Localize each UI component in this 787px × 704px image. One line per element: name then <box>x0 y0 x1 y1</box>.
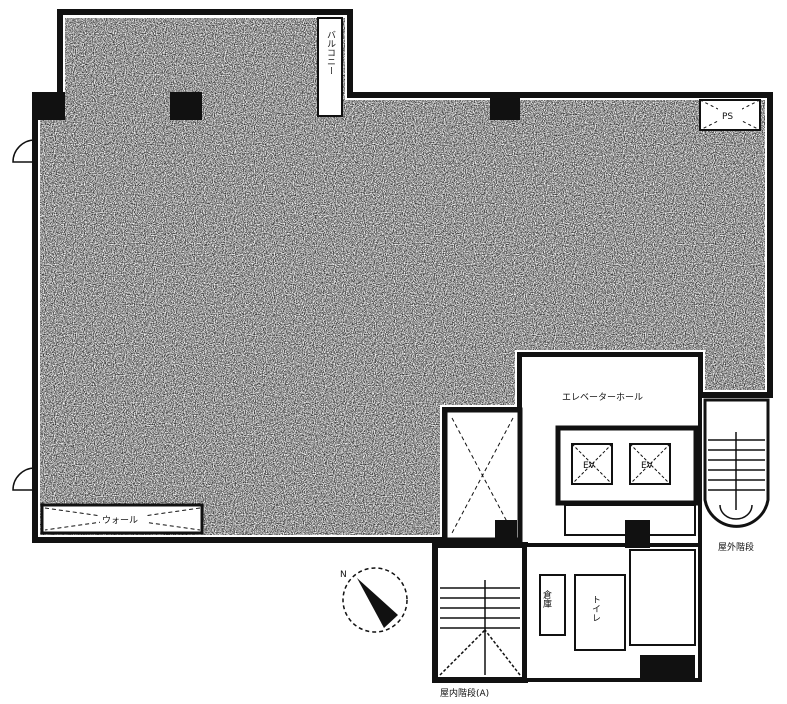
top-balcony-label: バルコニー <box>325 30 336 75</box>
core: エレベーターホール EV EV <box>518 353 702 547</box>
indoor-stairs: 屋内階段(A) <box>432 542 528 699</box>
office-floor-area <box>32 9 773 543</box>
toilet-label: トイレ <box>590 595 601 622</box>
indoor-stairs-label: 屋内階段(A) <box>440 687 489 699</box>
ev-label-2: EV <box>641 461 654 471</box>
storage-label: 倉庫 <box>541 589 552 609</box>
window-box: ウォール <box>40 503 204 535</box>
outdoor-stairs-label: 屋外階段 <box>718 541 754 553</box>
door-left-lower <box>12 467 36 491</box>
top-balcony: バルコニー <box>317 17 343 117</box>
ps-label: PS <box>722 112 733 122</box>
void-shaft <box>442 407 523 543</box>
compass-north-label: N <box>340 570 347 580</box>
column <box>170 92 202 120</box>
door-left-upper <box>12 139 36 163</box>
column <box>35 92 65 120</box>
north-compass: N <box>340 567 408 633</box>
outdoor-stairs: 屋外階段 <box>703 398 770 553</box>
pipe-space-top: PS <box>699 99 761 131</box>
elevator-hall-label: エレベーターホール <box>562 392 643 403</box>
toilet-area: 倉庫 トイレ <box>523 520 702 682</box>
ev-label-1: EV <box>583 461 596 471</box>
window-box-label: ウォール <box>102 515 138 526</box>
column <box>490 92 520 120</box>
